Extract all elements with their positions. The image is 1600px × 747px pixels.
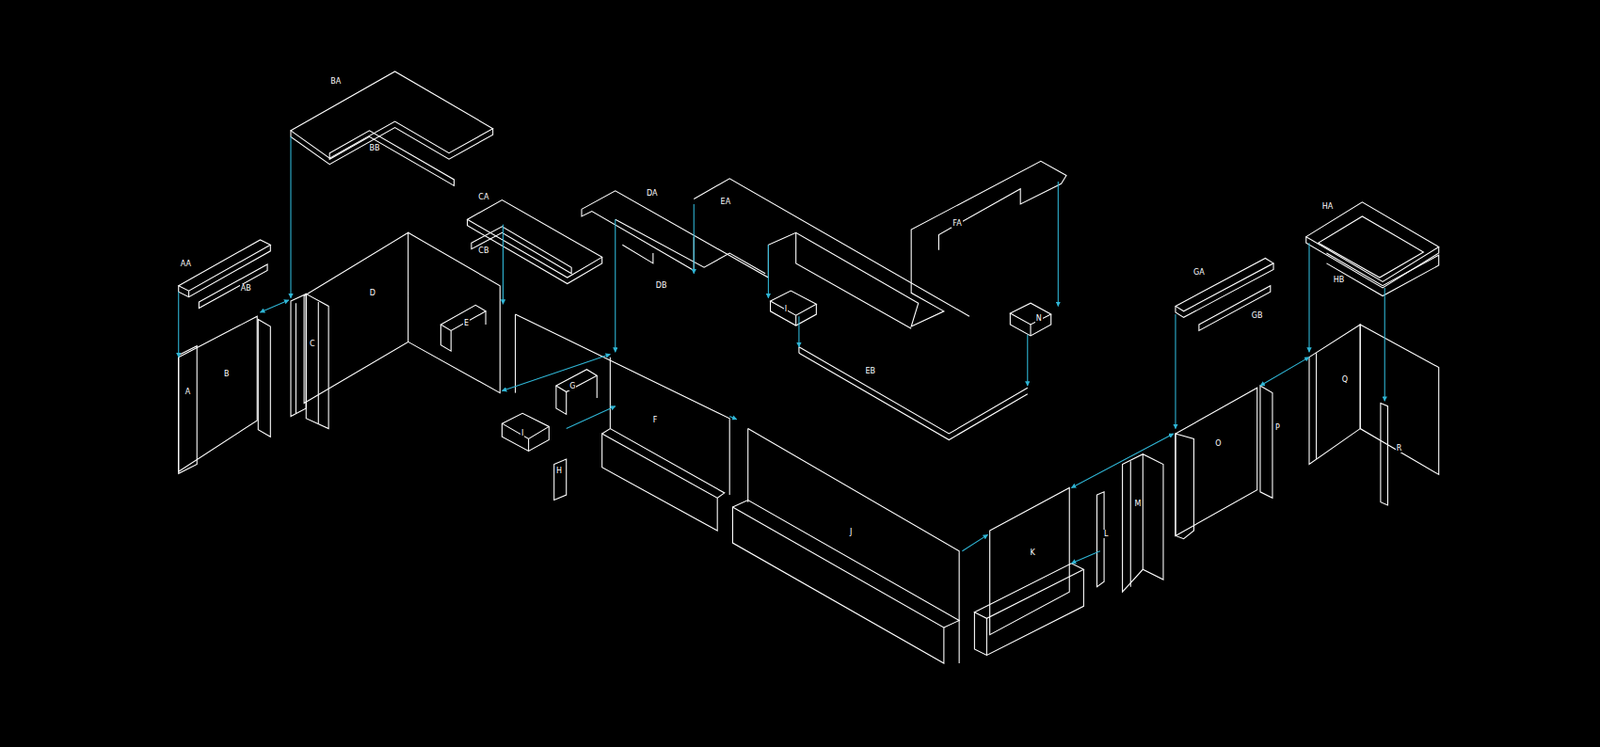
part-label: BA <box>329 77 342 86</box>
part-label: AA <box>179 259 192 269</box>
part-label: O <box>1214 439 1222 448</box>
part-label: J <box>848 528 853 537</box>
part-label: GB <box>1250 311 1264 320</box>
part-label: H <box>555 466 563 476</box>
part-label: R <box>1395 444 1404 453</box>
part-label: C <box>308 339 317 349</box>
part-label: Q <box>1341 375 1349 384</box>
part-label: F <box>652 416 659 425</box>
part-label: HB <box>1332 275 1346 285</box>
part-label: GA <box>1192 268 1206 277</box>
part-label: EB <box>864 367 878 376</box>
part-label: K <box>1029 548 1037 558</box>
part-label: L <box>1103 529 1109 539</box>
part-label: D <box>368 288 377 298</box>
part-label: A <box>184 387 192 397</box>
part-label: I <box>784 304 788 314</box>
part-label: M <box>1133 499 1142 509</box>
part-label: CB <box>477 246 490 256</box>
assembly-leaders <box>178 136 1386 563</box>
part-label: CA <box>477 192 490 202</box>
part-label: EA <box>720 197 733 207</box>
part-label: E <box>463 319 470 328</box>
part-label: DB <box>655 281 669 290</box>
part-label: BB <box>368 144 381 153</box>
part-label: I <box>520 429 525 438</box>
part-label: FA <box>951 219 962 228</box>
part-label: P <box>1274 423 1281 432</box>
part-label: G <box>568 382 576 391</box>
wireframe <box>178 71 1440 664</box>
part-label: DA <box>645 189 659 198</box>
part-label: B <box>223 369 231 379</box>
part-label: HA <box>1321 202 1335 211</box>
part-label: AB <box>240 284 253 293</box>
part-label: N <box>1035 314 1043 323</box>
